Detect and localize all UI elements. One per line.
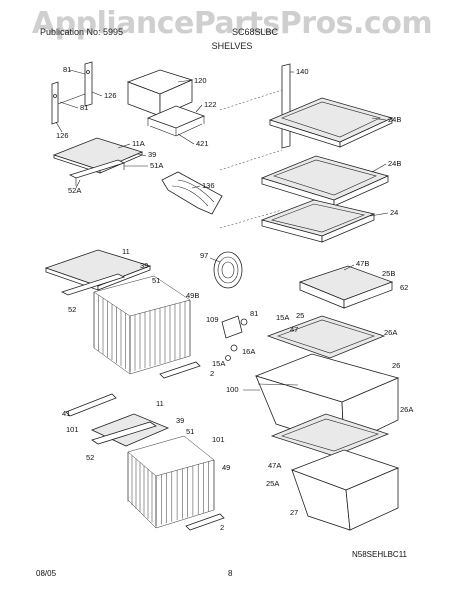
callout-81: 81: [80, 103, 88, 112]
callout-81: 81: [250, 309, 258, 318]
callout-51a: 51A: [150, 161, 163, 170]
callout-47: 47: [290, 325, 298, 334]
callout-52: 52: [68, 305, 76, 314]
shelf-11a-part: [52, 137, 144, 186]
shelf-11-lower-part: [65, 393, 170, 447]
callout-52a: 52A: [68, 186, 81, 195]
cover-136-part: [161, 171, 223, 215]
callout-126: 126: [56, 131, 69, 140]
upright-rail-part: [219, 63, 291, 229]
callout-47b: 47B: [356, 259, 369, 268]
callouts: 81 126 81 126 120 122 421 11A 39 51A 52A…: [56, 65, 413, 532]
callout-49b: 49B: [186, 291, 199, 300]
callout-27: 27: [290, 508, 298, 517]
wire-basket-49b-part: [93, 275, 191, 375]
callout-15a: 15A: [276, 313, 289, 322]
callout-2: 2: [220, 523, 224, 532]
crisper-pan-27-part: [290, 449, 400, 531]
control-109-part: [221, 315, 248, 361]
wire-basket-49-part: [127, 435, 215, 529]
callout-49: 49: [222, 463, 230, 472]
callout-39: 39: [176, 416, 184, 425]
shelf-11-middle-part: [44, 249, 152, 296]
callout-15a: 15A: [212, 359, 225, 368]
callout-47a: 47A: [268, 461, 281, 470]
callout-52: 52: [86, 453, 94, 462]
callout-51: 51: [152, 276, 160, 285]
rail-bracket-part: [51, 61, 93, 125]
callout-109: 109: [206, 315, 219, 324]
footer-page-number: 8: [228, 569, 233, 578]
callout-11: 11: [122, 247, 130, 256]
crisper-frame-25-part: [266, 315, 386, 359]
callout-25: 25: [296, 311, 304, 320]
callout-39: 39: [148, 150, 156, 159]
crisper-frame-47a-part: [270, 413, 390, 457]
callout-26a: 26A: [384, 328, 397, 337]
leader-lines: [55, 69, 389, 391]
watermark: AppliancePartsPros.com: [31, 6, 433, 41]
callout-100: 100: [226, 385, 239, 394]
callout-26: 26: [392, 361, 400, 370]
deli-bin-part: [126, 69, 194, 117]
section-title: SHELVES: [211, 41, 253, 51]
callout-421: 421: [196, 139, 209, 148]
callout-2: 2: [210, 369, 214, 378]
humidity-control-97-part: [213, 251, 243, 289]
handle-2-upper-part: [159, 361, 201, 379]
callout-122: 122: [204, 100, 217, 109]
handle-2-lower-part: [185, 513, 225, 531]
callout-81: 81: [63, 65, 71, 74]
shelf-24-bottom-part: [260, 199, 376, 243]
deli-frame-part: [146, 105, 206, 137]
callout-136: 136: [202, 181, 215, 190]
shelf-24b-top-part: [268, 97, 394, 148]
callout-41: 41: [62, 409, 70, 418]
callout-97: 97: [200, 251, 208, 260]
model-number: SC68SLBC: [232, 27, 279, 37]
crisper-lid-47b-part: [298, 265, 394, 309]
diagram-code: N58SEHLBC11: [352, 550, 407, 559]
callout-11: 11: [156, 399, 164, 408]
callout-120: 120: [194, 76, 207, 85]
callout-51: 51: [186, 427, 194, 436]
callout-16a: 16A: [242, 347, 255, 356]
callout-11a: 11A: [132, 139, 145, 148]
callout-62: 62: [400, 283, 408, 292]
shelf-24b-middle-part: [260, 155, 390, 207]
footer-date: 08/05: [36, 569, 57, 578]
callout-101: 101: [66, 425, 79, 434]
callout-24: 24: [390, 208, 398, 217]
callout-39: 39: [140, 261, 148, 270]
callout-26a: 26A: [400, 405, 413, 414]
callout-126: 126: [104, 91, 117, 100]
callout-24b: 24B: [388, 159, 401, 168]
callout-140: 140: [296, 67, 309, 76]
callout-24b: 24B: [388, 115, 401, 124]
publication-number: Publication No: 5995: [40, 27, 124, 37]
callout-101: 101: [212, 435, 225, 444]
callout-25a: 25A: [266, 479, 279, 488]
callout-25b: 25B: [382, 269, 395, 278]
